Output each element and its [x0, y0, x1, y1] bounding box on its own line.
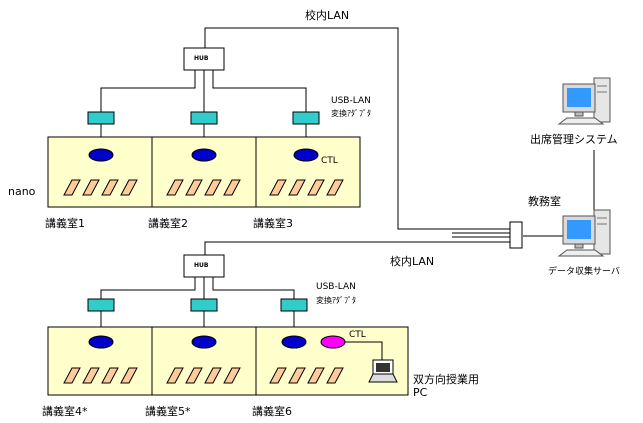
usb-lan-adapter — [190, 111, 218, 125]
card-reader — [281, 335, 307, 349]
data-server-computer-icon — [557, 209, 611, 257]
lan-cables — [204, 27, 595, 255]
room-2 — [151, 136, 257, 208]
desks-room-3 — [269, 179, 344, 196]
card-reader — [88, 148, 114, 162]
bottom-lan-label: 校内LAN — [390, 255, 435, 268]
card-reader — [88, 335, 114, 349]
adapter-label-bottom-1: USB-LAN — [316, 282, 356, 292]
staff-room-label: 教務室 — [528, 195, 561, 208]
room-2-label: 講義室2 — [148, 217, 188, 230]
hub-top-label: HUB — [194, 55, 209, 62]
usb-lan-adapter — [280, 298, 308, 312]
card-reader — [293, 148, 319, 162]
top-lan-label: 校内LAN — [305, 9, 350, 22]
usb-lan-adapter — [190, 298, 218, 312]
desks-room-5 — [166, 367, 241, 384]
room-1 — [47, 136, 153, 208]
room-6-label: 講義室6 — [252, 405, 292, 418]
room-5-label: 講義室5* — [145, 405, 191, 418]
pc-label-1: 双方向授業用 — [413, 373, 479, 386]
room-3 — [255, 136, 361, 208]
adapter-label-top-1: USB-LAN — [331, 96, 371, 106]
adapter-label-bottom-2: 変換ｱﾀﾞﾌﾟﾀ — [316, 296, 356, 305]
usb-lan-adapter — [292, 111, 320, 125]
room-4-label: 講義室4* — [42, 405, 88, 418]
adapter-label-top-2: 変換ｱﾀﾞﾌﾟﾀ — [331, 109, 371, 118]
usb-lan-adapter — [87, 298, 115, 312]
laptop-icon — [368, 359, 398, 383]
usb-lan-adapter — [87, 111, 115, 125]
attendance-system-computer-icon — [557, 77, 611, 125]
card-reader — [191, 335, 217, 349]
lan-connector — [509, 221, 523, 249]
room-1-label: 講義室1 — [45, 217, 85, 230]
desks-room-4 — [63, 367, 138, 384]
nano-label: nano — [8, 185, 36, 198]
pc-label-2: PC — [413, 386, 428, 399]
top-cluster — [47, 47, 361, 208]
data-server-label: データ収集サーバ — [548, 267, 620, 277]
desks-room-6 — [269, 367, 344, 384]
attendance-system-label: 出席管理システム — [530, 133, 618, 146]
desks-room-2 — [166, 179, 241, 196]
ctl-device — [320, 335, 346, 349]
ctl-label-top: CTL — [321, 156, 338, 166]
bottom-cluster — [47, 254, 409, 396]
room-3-label: 講義室3 — [253, 217, 293, 230]
card-reader — [191, 148, 217, 162]
desks-room-1 — [63, 179, 138, 196]
ctl-label-bottom: CTL — [349, 330, 366, 340]
hub-bottom-label: HUB — [194, 262, 209, 269]
